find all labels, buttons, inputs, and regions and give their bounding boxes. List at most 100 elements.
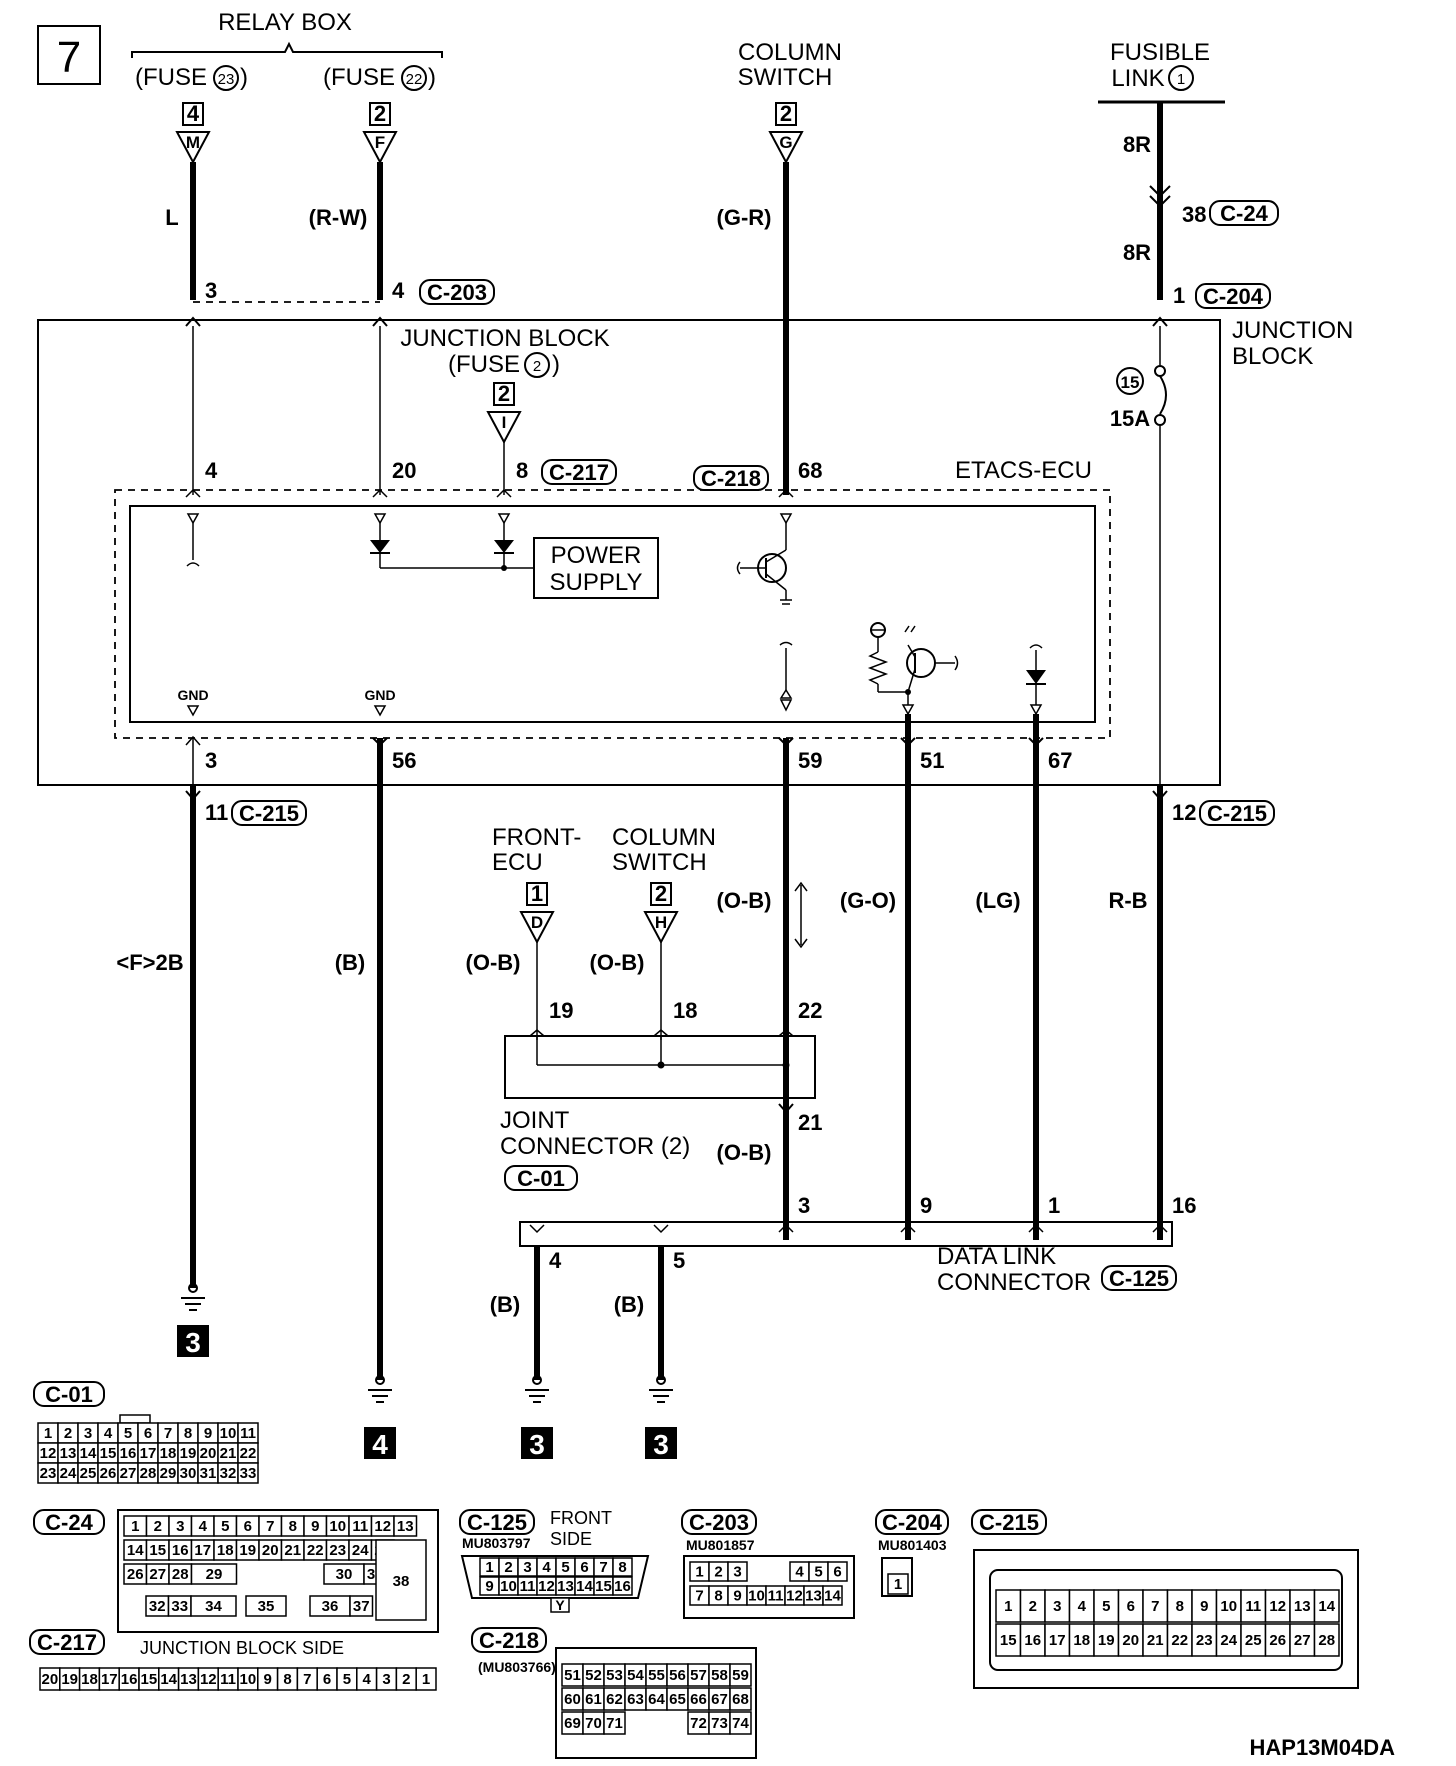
c217-face-pin: 8 [283,1671,291,1688]
c24-face-pin: 7 [266,1518,274,1535]
c215-face-cell [1313,1623,1340,1657]
svg-text:): ) [240,64,248,91]
svg-text:21: 21 [798,1110,822,1135]
svg-text:(LG): (LG) [975,888,1020,913]
c218-face-label-text: C-218 [479,1628,539,1653]
svg-text:(B): (B) [614,1292,645,1317]
c24-face-cell [393,1515,418,1537]
junction-block-side-label: JUNCTION BLOCK SIDE [140,1638,344,1658]
c215-face-pin: 19 [1098,1632,1115,1649]
svg-text:(G-R): (G-R) [717,205,772,230]
c01-face-pin: 8 [184,1425,192,1442]
c215-face-pin: 8 [1176,1598,1184,1615]
c24-face-pin: 34 [205,1598,222,1615]
c24-face-pin: 13 [397,1518,414,1535]
svg-text:SWITCH: SWITCH [612,849,707,876]
svg-text:Y: Y [555,1597,565,1613]
svg-text:FRONT: FRONT [550,1508,612,1528]
c215-face-pin: 20 [1122,1632,1139,1649]
c203-face-cell [827,1561,848,1582]
c125-face-pin: 10 [500,1578,517,1595]
c215-face-label-text: C-215 [979,1510,1039,1535]
svg-text:2: 2 [533,358,541,375]
svg-text:2: 2 [498,381,510,406]
svg-text:56: 56 [392,748,416,773]
c215-face-pin: 28 [1318,1632,1335,1649]
c24-face-pin: 28 [172,1566,189,1583]
c125-face-pin: 14 [576,1578,593,1595]
svg-text:CONNECTOR: CONNECTOR [937,1269,1091,1296]
svg-text:1: 1 [531,881,543,906]
svg-text:SIDE: SIDE [550,1529,592,1549]
c01-face-pin: 15 [100,1445,117,1462]
svg-text:LINK: LINK [1111,65,1164,92]
svg-text:68: 68 [798,458,822,483]
c24-face-pin: 8 [289,1518,297,1535]
c218-face-cell [603,1711,626,1735]
c01-face-pin: 28 [140,1465,157,1482]
c24-face-pin: 1 [131,1518,139,1535]
c203-face-pin: 6 [833,1564,841,1581]
c01-face-pin: 29 [160,1465,177,1482]
c215-face-cell [1044,1623,1071,1657]
c203-face-pin: 10 [748,1588,765,1605]
c215-face-pin: 11 [1245,1598,1261,1615]
c215-face-pin: 23 [1196,1632,1213,1649]
c01-face-pin: 6 [144,1425,152,1442]
svg-text:3: 3 [653,1429,669,1460]
c01-face-pin: 11 [240,1425,256,1442]
c218-face-cell [729,1663,752,1687]
fusible-link-label: FUSIBLE [1110,39,1210,66]
svg-text:2: 2 [655,881,667,906]
svg-text:GND: GND [364,687,395,703]
c203-face-label [681,1509,757,1535]
c215-face-pin: 1 [1004,1598,1012,1615]
c204-face-label [875,1509,949,1535]
svg-text:20: 20 [392,458,416,483]
front-d-terminal: 1 D [519,881,555,945]
c204-face-cell [887,1573,909,1595]
svg-text:C-125: C-125 [1109,1266,1169,1291]
c217-face-pin: 16 [121,1671,138,1688]
c218-face-pin: 66 [690,1691,707,1708]
c203-face-cell [727,1561,748,1582]
svg-text:15: 15 [1121,373,1140,392]
svg-text:GND: GND [177,687,208,703]
c215-face-pin: 10 [1220,1598,1237,1615]
c218-face-pin: 58 [711,1667,728,1684]
c125-face-pin: 12 [538,1578,555,1595]
c217-face-pin: 18 [81,1671,98,1688]
svg-text:I: I [502,413,507,432]
c01-face-pin: 20 [200,1445,217,1462]
c203-face-pin: 9 [733,1588,741,1605]
c24-face-pin: 20 [262,1542,279,1559]
c215-face-cell [1166,1623,1193,1657]
svg-text:8: 8 [516,458,528,483]
c24-face-cell [190,1595,237,1617]
svg-text:1: 1 [1048,1193,1060,1218]
c125-face-pin: 9 [485,1578,493,1595]
c215-face-cell [1289,1589,1316,1623]
relay-box-f-terminal: 2 F [362,101,398,165]
c24-face-pin: 15 [149,1542,166,1559]
c24-face-pin: 35 [258,1598,275,1615]
svg-text:M: M [186,133,200,152]
svg-text:(B): (B) [335,950,366,975]
phototransistor-icon [906,648,936,678]
c24-face-pin: 18 [217,1542,234,1559]
c24-face-pin: 3 [176,1518,184,1535]
c24-face-pin: 11 [352,1518,368,1535]
c24-face-cell [190,1563,238,1585]
c218-face-pin: 70 [585,1715,602,1732]
c215-face-pin: 6 [1127,1598,1135,1615]
c125-face-pin: 6 [580,1559,588,1576]
jb-i-terminal: 2 I [486,381,522,445]
c218-face-pin: 67 [711,1691,728,1708]
c203-face-pin: 7 [695,1588,703,1605]
column-switch-label: COLUMN [738,39,842,66]
svg-text:F: F [375,133,385,152]
svg-text:5: 5 [673,1248,685,1273]
svg-text:8R: 8R [1123,240,1151,265]
ground-icon: 4 [364,1375,396,1460]
